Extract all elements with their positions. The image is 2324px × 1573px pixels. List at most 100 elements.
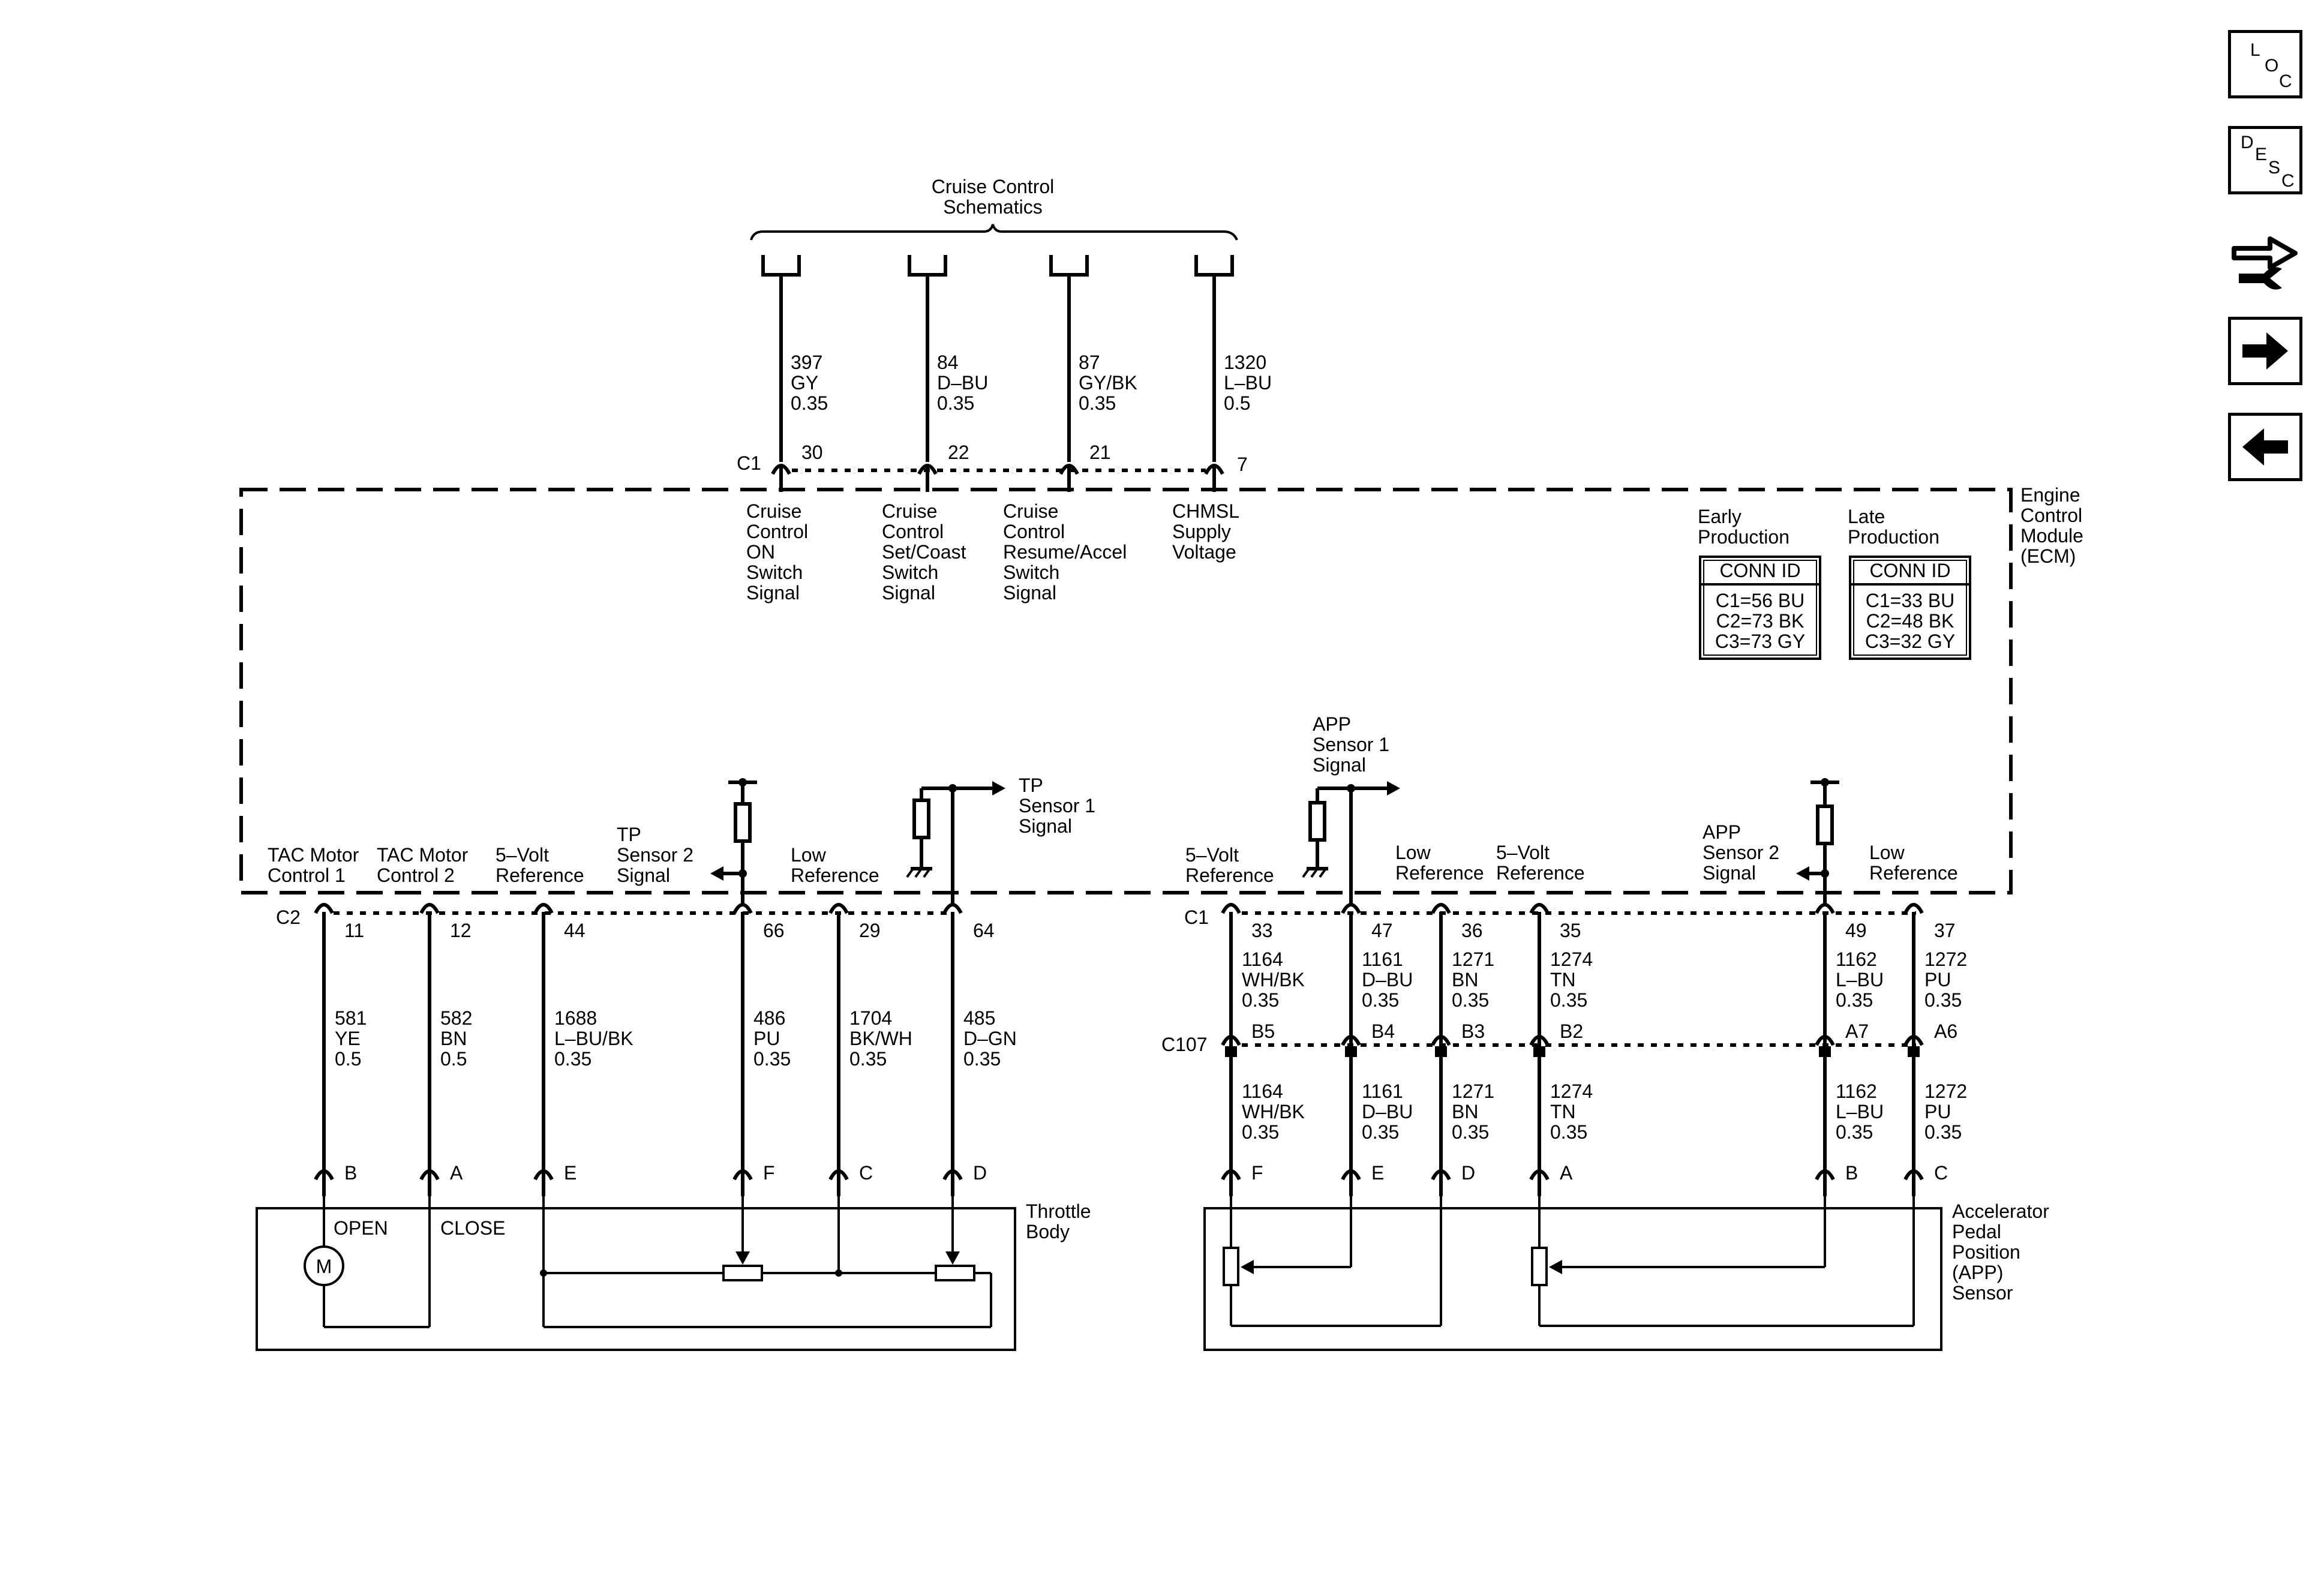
left-wire-gauge-2: 0.35 [554, 1048, 591, 1070]
app-sensor-label: Accelerator Pedal Position (APP) Sensor [1952, 1200, 2049, 1304]
lbl-tp2-1: TP [617, 824, 641, 845]
top-wire-gauge-3: 0.5 [1224, 392, 1250, 414]
top-pin-0: 30 [801, 442, 823, 463]
cap-7 [1194, 255, 1234, 277]
app2-pullup [1796, 778, 1839, 903]
left-wire-gauge-5: 0.35 [963, 1048, 1001, 1070]
c2-pin-arc-4 [828, 903, 849, 914]
lbl-tac1-1: TAC Motor [268, 844, 359, 866]
right-wire-color-b-2: BN [1452, 1101, 1478, 1122]
top-wire-color-2: GY/BK [1079, 372, 1137, 394]
early-heading-1: Early [1698, 506, 1742, 527]
location-button[interactable]: L O C [2228, 30, 2302, 98]
left-ecm-labels: TAC Motor Control 1 TAC Motor Control 2 … [268, 775, 1095, 886]
lbl-r-lowref-a-1: Low [1395, 842, 1431, 863]
throttle-term-5: D [973, 1162, 987, 1184]
close-label: CLOSE [440, 1217, 505, 1239]
app-sensor1-element [1223, 1247, 1239, 1286]
left-wires: 581YE0.5B582BN0.5A1688L–BU/BK0.35E486PU0… [314, 912, 1017, 1196]
app-term-arc-4 [1815, 1169, 1835, 1181]
late-conn-id-title: CONN ID [1869, 560, 1950, 581]
throttle-term-arc-2 [533, 1169, 554, 1181]
c1r-pin-arc-5 [1903, 903, 1924, 914]
late-row-1: C2=48 BK [1866, 610, 1954, 632]
app-term-arc-5 [1903, 1169, 1924, 1181]
right-wire-color-a-2: BN [1452, 969, 1478, 990]
left-wire-color-5: D–GN [963, 1028, 1017, 1049]
sig-cruise-on-3: ON [746, 541, 775, 563]
top-wire-num-1: 84 [937, 352, 959, 373]
throttle-label-1: Throttle [1026, 1200, 1091, 1222]
app-term-arc-2 [1431, 1169, 1451, 1181]
lbl-lowref-1: Low [791, 844, 827, 866]
app1-resistor [1308, 801, 1326, 842]
c107-pin-3: B2 [1560, 1020, 1583, 1042]
top-wire-labels: 397 GY 0.35 84 D–BU 0.35 87 GY/BK 0.35 1… [791, 352, 1272, 414]
right-wire-gauge-b-3: 0.35 [1550, 1121, 1587, 1143]
left-wire-gauge-1: 0.5 [440, 1048, 467, 1070]
top-wire-gauge-0: 0.35 [791, 392, 828, 414]
c2-label: C2 [276, 906, 301, 928]
top-wires [779, 275, 1216, 462]
c1r-pin-4: 49 [1845, 920, 1867, 941]
app-term-arc-1 [1341, 1169, 1361, 1181]
lbl-app2-3: Signal [1703, 862, 1756, 884]
throttle-term-arc-5 [942, 1169, 963, 1181]
tp2-pullup [710, 778, 757, 903]
right-wire-gauge-b-0: 0.35 [1242, 1121, 1279, 1143]
prev-arrow-button[interactable] [2228, 413, 2302, 481]
throttle-term-arc-1 [419, 1169, 440, 1181]
tp1-resistor [912, 798, 930, 839]
right-arrow-icon [2242, 332, 2288, 370]
right-wire-gauge-a-5: 0.35 [1924, 989, 1962, 1011]
c2-pin-arc-5 [942, 903, 963, 914]
ecm-label-1: Engine [2020, 484, 2080, 506]
top-wire-color-1: D–BU [937, 372, 988, 394]
late-heading-2: Production [1848, 526, 1939, 548]
sig-chmsl-3: Voltage [1172, 541, 1236, 563]
sig-chmsl-2: Supply [1172, 521, 1231, 542]
left-wire-color-1: BN [440, 1028, 467, 1049]
description-button[interactable]: D E S C [2228, 126, 2302, 194]
sig-resume-2: Control [1003, 521, 1065, 542]
conn-table-late: Late Production CONN ID C1=33 BU C2=48 B… [1848, 506, 1971, 660]
top-wire-color-0: GY [791, 372, 818, 394]
c2-pin-arc-3 [732, 903, 753, 914]
lbl-r-lowref-a-2: Reference [1395, 862, 1484, 884]
desc-letter-d: D [2241, 133, 2254, 152]
right-wire-num-b-3: 1274 [1550, 1080, 1593, 1102]
right-connectors: C1 C107 [1161, 906, 1916, 1055]
throttle-internals: OPEN CLOSE M [304, 1194, 992, 1328]
top-pin-2: 21 [1089, 442, 1111, 463]
c2-pin-4: 29 [859, 920, 881, 941]
schematics-brace [750, 224, 1238, 241]
cruise-schematics-line1: Cruise Control [932, 176, 1055, 197]
desc-letter-s: S [2268, 158, 2281, 178]
app-label-3: Position [1952, 1241, 2020, 1263]
right-wire-color-b-3: TN [1550, 1101, 1576, 1122]
right-wire-gauge-a-1: 0.35 [1362, 989, 1399, 1011]
right-wire-num-b-0: 1164 [1242, 1080, 1283, 1102]
throttle-body-label: Throttle Body [1026, 1200, 1091, 1242]
right-wire-gauge-b-1: 0.35 [1362, 1121, 1399, 1143]
sig-cruise-on-2: Control [746, 521, 808, 542]
top-wire-caps [761, 255, 1234, 277]
c1r-pin-arc-1 [1341, 903, 1361, 914]
lbl-ref5v-2: Reference [496, 864, 584, 886]
lbl-app2-1: APP [1703, 821, 1741, 843]
throttle-body-box [256, 1207, 1016, 1351]
c1r-pin-arc-3 [1529, 903, 1550, 914]
open-label: OPEN [334, 1217, 388, 1239]
c2-pin-0: 11 [344, 920, 364, 941]
connector-repair-icon[interactable] [2228, 222, 2302, 294]
next-arrow-button[interactable] [2228, 317, 2302, 385]
right-wire-num-a-5: 1272 [1924, 948, 1967, 970]
c1r-pin-2: 36 [1461, 920, 1483, 941]
right-wire-color-a-0: WH/BK [1242, 969, 1305, 990]
right-wire-color-a-5: PU [1924, 969, 1951, 990]
lbl-ref5v-1: 5–Volt [496, 844, 549, 866]
cap-30 [761, 255, 801, 277]
ecm-label: Engine Control Module (ECM) [2020, 484, 2083, 567]
sig-cruise-on-4: Switch [746, 562, 803, 583]
